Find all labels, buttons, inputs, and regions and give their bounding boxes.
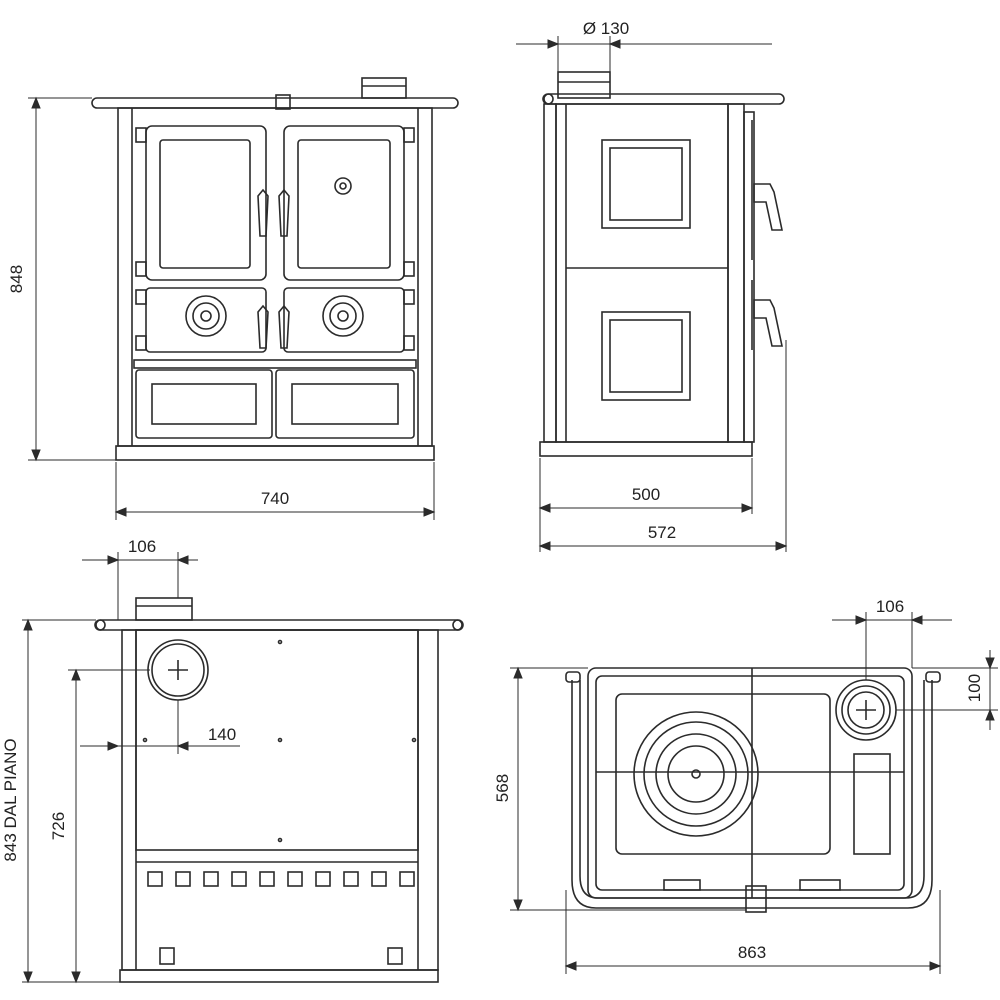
- rear-flue-offset-label: 106: [128, 537, 156, 556]
- top-depth-dimension: [510, 666, 746, 912]
- rear-view: [94, 597, 464, 983]
- front-width-label: 740: [261, 489, 289, 508]
- side-total-depth-label: 572: [648, 523, 676, 542]
- side-body-depth-label: 500: [632, 485, 660, 504]
- front-height-dimension: [28, 96, 116, 462]
- front-height-label: 848: [7, 265, 26, 293]
- front-view: [91, 77, 459, 461]
- front-width-dimension: [114, 462, 436, 520]
- rear-flue-offset-dimension: [82, 552, 198, 620]
- rear-flue-lateral-label: 140: [208, 725, 236, 744]
- rear-height-dimensions: [22, 618, 150, 984]
- rear-hob-height-label: 843 DAL PIANO: [1, 738, 20, 861]
- side-depth-dimensions: [538, 340, 788, 552]
- side-flue-diameter-dimension: [516, 36, 772, 72]
- top-depth-label: 568: [493, 774, 512, 802]
- top-width-dimension: [564, 890, 942, 974]
- side-view: [539, 71, 785, 457]
- side-flue-diameter-label: Ø 130: [583, 19, 629, 38]
- top-width-label: 863: [738, 943, 766, 962]
- top-flue-offset-dimension: [832, 612, 952, 680]
- top-flue-front-dimension: [896, 650, 998, 730]
- rear-flue-lateral-dimension: [80, 700, 240, 754]
- top-flue-offset-label: 106: [876, 597, 904, 616]
- rear-flue-height-label: 726: [49, 812, 68, 840]
- top-flue-front-offset-label: 100: [965, 674, 984, 702]
- top-view: [565, 667, 941, 913]
